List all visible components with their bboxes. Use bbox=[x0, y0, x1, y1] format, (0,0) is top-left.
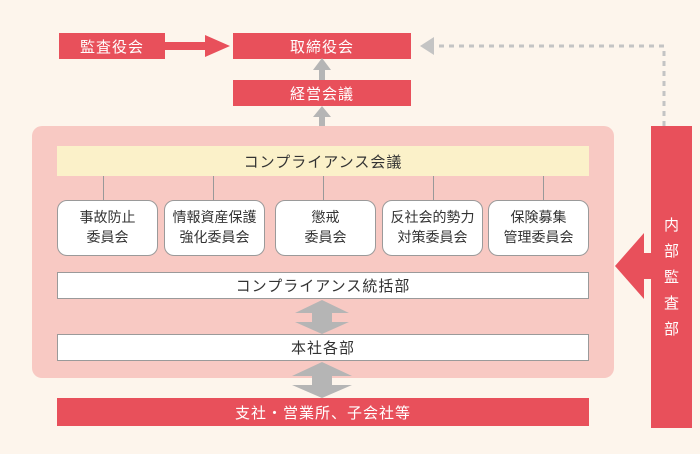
connector-line bbox=[433, 176, 434, 200]
internal-audit-reporting-line bbox=[436, 44, 666, 126]
committee-information-asset-protection: 情報資産保護 強化委員会 bbox=[164, 200, 265, 256]
connector-line bbox=[213, 176, 214, 200]
committee-accident-prevention: 事故防止 委員会 bbox=[57, 200, 158, 256]
audit-to-board-arrow bbox=[165, 35, 230, 57]
connector-line bbox=[323, 176, 324, 200]
internal-audit-char: 部 bbox=[663, 320, 679, 338]
internal-audit-char: 監 bbox=[663, 268, 679, 286]
committee-label-line1: 情報資産保護 bbox=[172, 210, 257, 226]
committee-label-line2: 委員会 bbox=[86, 230, 129, 246]
committee-label-line1: 保険募集 bbox=[510, 210, 567, 226]
committee-label-line2: 対策委員会 bbox=[397, 230, 468, 246]
board-of-directors-box: 取締役会 bbox=[233, 33, 411, 59]
internal-audit-reporting-arrowhead bbox=[420, 37, 434, 55]
branches-subsidiaries-box: 支社・営業所、子会社等 bbox=[57, 398, 589, 426]
audit-board-box: 監査役会 bbox=[59, 33, 165, 59]
management-meeting-box: 経営会議 bbox=[233, 80, 411, 106]
internal-audit-char: 内 bbox=[663, 216, 679, 234]
internal-audit-department-box: 内 部 監 査 部 bbox=[651, 126, 692, 428]
headoffice-branches-arrow bbox=[292, 362, 352, 398]
audit-to-panel-arrow bbox=[615, 233, 651, 299]
committee-insurance-solicitation: 保険募集 管理委員会 bbox=[488, 200, 589, 256]
compliance-division-box: コンプライアンス統括部 bbox=[57, 272, 589, 299]
internal-audit-char: 部 bbox=[663, 242, 679, 260]
connector-line bbox=[103, 176, 104, 200]
committee-label-line1: 反社会的勢力 bbox=[390, 210, 475, 226]
panel-to-meeting-arrow bbox=[313, 106, 331, 126]
head-office-departments-box: 本社各部 bbox=[57, 334, 589, 361]
committee-label-line2: 委員会 bbox=[304, 230, 347, 246]
meeting-to-board-arrow bbox=[313, 58, 331, 80]
internal-audit-char: 査 bbox=[663, 294, 679, 312]
committee-label-line2: 管理委員会 bbox=[503, 230, 574, 246]
compliance-council-box: コンプライアンス会議 bbox=[57, 146, 589, 176]
committee-disciplinary: 懲戒 委員会 bbox=[275, 200, 376, 256]
division-headoffice-arrow bbox=[295, 300, 349, 334]
committee-label-line1: 事故防止 bbox=[79, 210, 136, 226]
committee-anti-social-forces: 反社会的勢力 対策委員会 bbox=[382, 200, 483, 256]
connector-line bbox=[543, 176, 544, 200]
committee-label-line1: 懲戒 bbox=[311, 210, 340, 226]
committee-label-line2: 強化委員会 bbox=[179, 230, 250, 246]
